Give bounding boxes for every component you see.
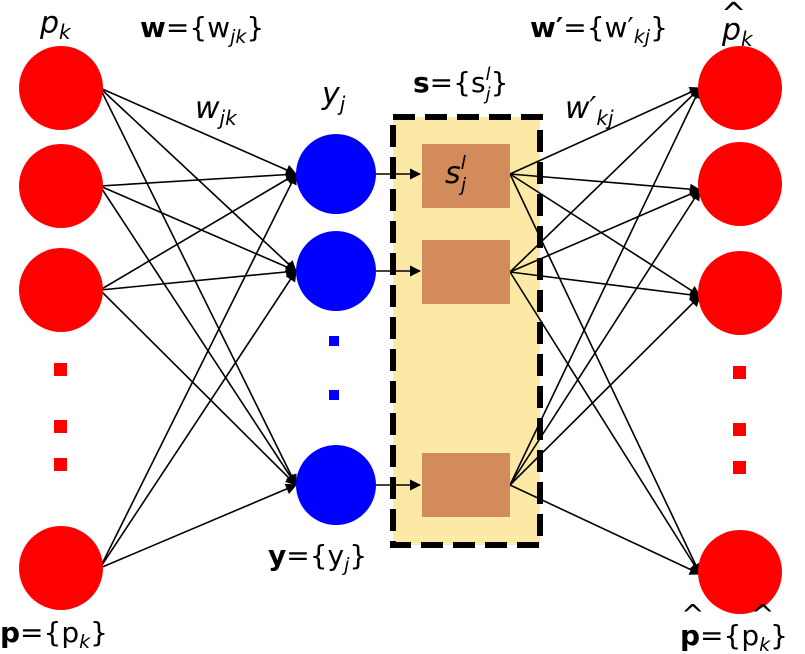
spike-cell-2 [422,240,510,304]
input-ellipsis-dot-3 [54,458,67,471]
weights-wprime-label: w′={w′kj} [530,11,668,48]
connection-edges [99,86,702,576]
edge-weight-label: wjk [195,91,238,130]
edge-spike-3-output-2 [509,189,701,486]
output-ellipsis-dot-1 [733,366,746,379]
edge-input-4-hidden-1 [99,172,297,569]
edge-spike-2-output-4 [509,271,701,575]
edge-wprime-label: w′kj [565,91,614,130]
edge-input-1-hidden-3 [99,87,297,487]
hidden-node-2 [296,231,376,311]
output-node-3 [698,251,782,335]
output-node-1 [698,46,782,130]
edge-spike-3-output-4 [509,484,702,575]
input-node-1 [19,46,103,130]
edge-spike-3-output-3 [509,295,701,486]
output-top-label: pk [721,13,754,51]
edge-spike-1-output-3 [509,173,701,297]
edge-input-3-hidden-3 [99,289,297,486]
edge-spike-1-output-2 [509,173,702,195]
spike-cell-1 [422,144,510,208]
output-bottom-hat-1: ^ [681,598,704,631]
hidden-bottom-label: y={yj} [268,539,367,576]
output-ellipsis-dot-2 [733,423,746,436]
edge-input-2-hidden-3 [99,185,297,486]
edge-input-3-hidden-2 [99,266,298,291]
hidden-node-1 [296,134,376,214]
spike-cell-n [422,453,510,517]
input-node-n [19,526,103,610]
input-node-3 [19,248,103,332]
edge-input-2-hidden-1 [99,169,298,187]
input-bottom-label: p={pk} [0,616,108,653]
edge-input-1-hidden-1 [99,87,298,176]
output-bottom-hat-2: ^ [751,598,774,631]
output-top-hat: ^ [721,0,746,32]
input-ellipsis-dot-2 [54,420,67,433]
hidden-top-label: yj [321,77,346,116]
edge-spike-3-output-1 [509,86,701,486]
weights-w-label: w={wjk} [140,11,264,48]
output-ellipsis-dot-3 [733,461,746,474]
input-ellipsis-dot-1 [54,363,67,376]
edge-spike-1-output-1 [509,87,702,175]
output-bottom-label: p={pk} [680,619,788,654]
hidden-ellipsis-dot-2 [329,390,339,400]
edge-spike-2-output-3 [509,271,702,301]
output-node-2 [698,142,782,226]
edge-input-4-hidden-3 [99,483,298,569]
input-top-label: pk [39,6,72,44]
edge-input-4-hidden-2 [99,270,297,569]
hidden-ellipsis-dot-1 [329,336,339,346]
output-node-n [698,530,782,614]
edge-input-2-hidden-2 [99,185,298,273]
edge-input-3-hidden-1 [99,173,297,291]
hidden-node-n [296,445,376,525]
edge-spike-2-output-1 [509,87,701,273]
input-node-2 [19,144,103,228]
edge-spike-2-output-2 [509,188,702,273]
